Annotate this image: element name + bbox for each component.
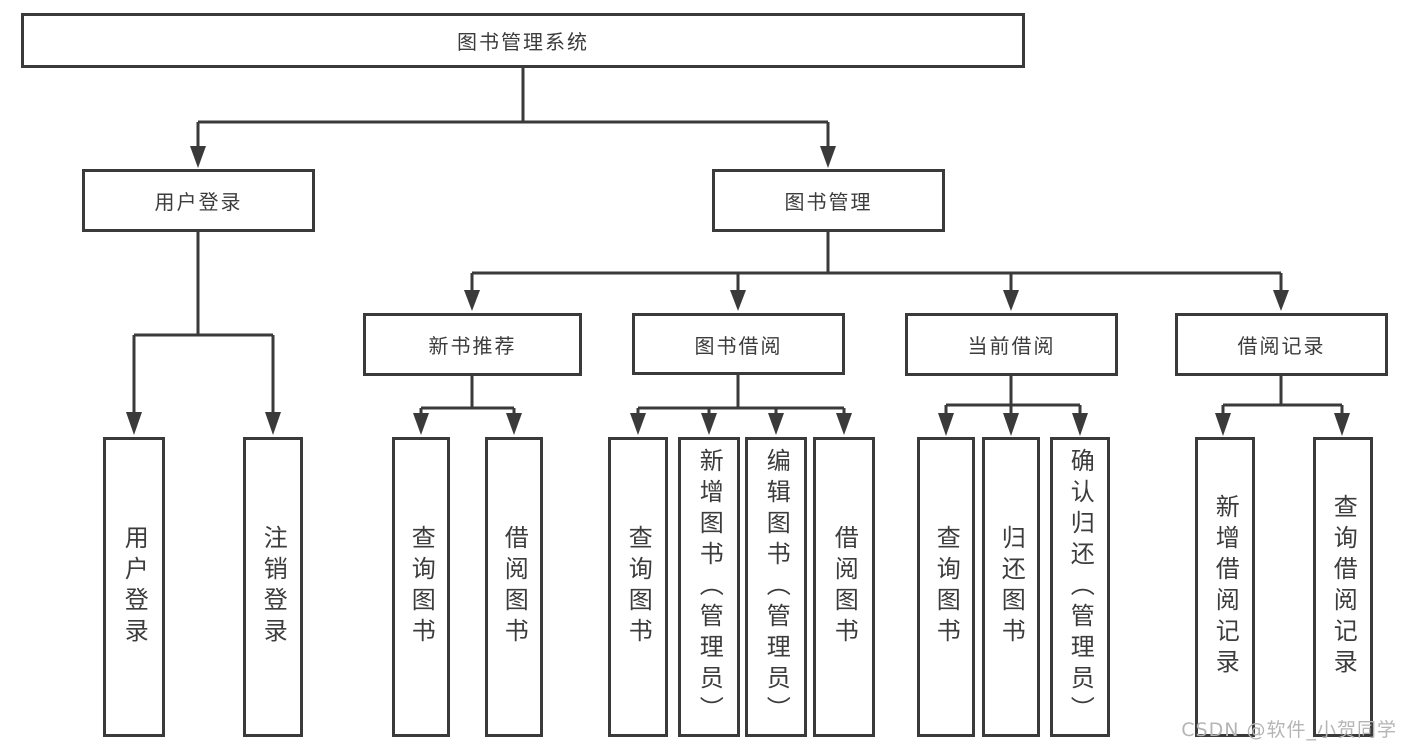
leaf-box-logout: 注销登录 bbox=[243, 437, 303, 737]
leaf-box-borrow-books-2: 借阅图书 bbox=[813, 437, 875, 737]
leaf-box-confirm-return-admin: 确认归还（管理员） bbox=[1050, 437, 1110, 737]
leaf-label-edit-books-admin: 编辑图书（管理员） bbox=[762, 447, 791, 727]
leaf-label-user-login-action: 用户登录 bbox=[120, 525, 149, 649]
leaf-label-add-borrow-record: 新增借阅记录 bbox=[1211, 494, 1240, 680]
leaf-box-query-borrow-record: 查询借阅记录 bbox=[1313, 437, 1373, 737]
node-label-current-borrow: 当前借阅 bbox=[967, 334, 1056, 358]
arrow-down-icons bbox=[126, 146, 1350, 436]
leaf-box-query-books-3: 查询图书 bbox=[917, 437, 975, 737]
node-box-book-borrow: 图书借阅 bbox=[632, 313, 845, 375]
node-box-new-book-recommend: 新书推荐 bbox=[363, 313, 582, 376]
leaf-label-query-books-1: 查询图书 bbox=[407, 525, 436, 649]
node-box-root: 图书管理系统 bbox=[21, 13, 1025, 68]
node-label-book-management: 图书管理 bbox=[784, 190, 873, 214]
leaf-box-borrow-books-1: 借阅图书 bbox=[485, 437, 543, 737]
leaf-label-return-books: 归还图书 bbox=[997, 525, 1026, 649]
connector-borrow-record-group bbox=[1221, 376, 1344, 413]
leaf-box-edit-books-admin: 编辑图书（管理员） bbox=[745, 437, 807, 737]
connector-current-borrow-group bbox=[944, 376, 1082, 413]
connector-new-book-group bbox=[419, 376, 516, 414]
connector-book-management-group bbox=[470, 232, 1283, 292]
leaf-label-query-books-2: 查询图书 bbox=[624, 525, 653, 649]
connector-root-to-level2 bbox=[196, 68, 830, 148]
node-box-user-login: 用户登录 bbox=[82, 169, 315, 232]
node-box-borrow-record: 借阅记录 bbox=[1175, 313, 1388, 376]
leaf-box-query-books-2: 查询图书 bbox=[608, 437, 668, 737]
leaf-label-borrow-books-1: 借阅图书 bbox=[500, 525, 529, 649]
node-label-borrow-record: 借阅记录 bbox=[1237, 334, 1326, 358]
node-label-book-borrow: 图书借阅 bbox=[694, 333, 783, 358]
node-box-current-borrow: 当前借阅 bbox=[905, 313, 1118, 376]
node-label-user-login: 用户登录 bbox=[154, 190, 243, 214]
leaf-label-confirm-return-admin: 确认归还（管理员） bbox=[1066, 447, 1095, 727]
leaf-label-query-books-3: 查询图书 bbox=[932, 525, 961, 649]
leaf-box-query-books-1: 查询图书 bbox=[392, 437, 450, 737]
leaf-box-add-borrow-record: 新增借阅记录 bbox=[1195, 437, 1255, 737]
node-label-new-book-recommend: 新书推荐 bbox=[428, 334, 517, 358]
leaf-box-add-books-admin: 新增图书（管理员） bbox=[678, 437, 740, 737]
connector-user-login-group bbox=[132, 232, 275, 415]
leaf-box-user-login-action: 用户登录 bbox=[103, 437, 165, 737]
connector-book-borrow-group bbox=[636, 375, 846, 414]
leaf-label-add-books-admin: 新增图书（管理员） bbox=[695, 447, 724, 727]
leaf-label-query-borrow-record: 查询借阅记录 bbox=[1329, 494, 1358, 680]
node-box-book-management: 图书管理 bbox=[712, 169, 945, 232]
leaf-box-return-books: 归还图书 bbox=[982, 437, 1040, 737]
leaf-label-borrow-books-2: 借阅图书 bbox=[830, 525, 859, 649]
leaf-label-logout: 注销登录 bbox=[259, 525, 288, 649]
node-label-root: 图书管理系统 bbox=[457, 30, 589, 54]
csdn-watermark: CSDN @软件_小贺同学 bbox=[1181, 719, 1397, 741]
